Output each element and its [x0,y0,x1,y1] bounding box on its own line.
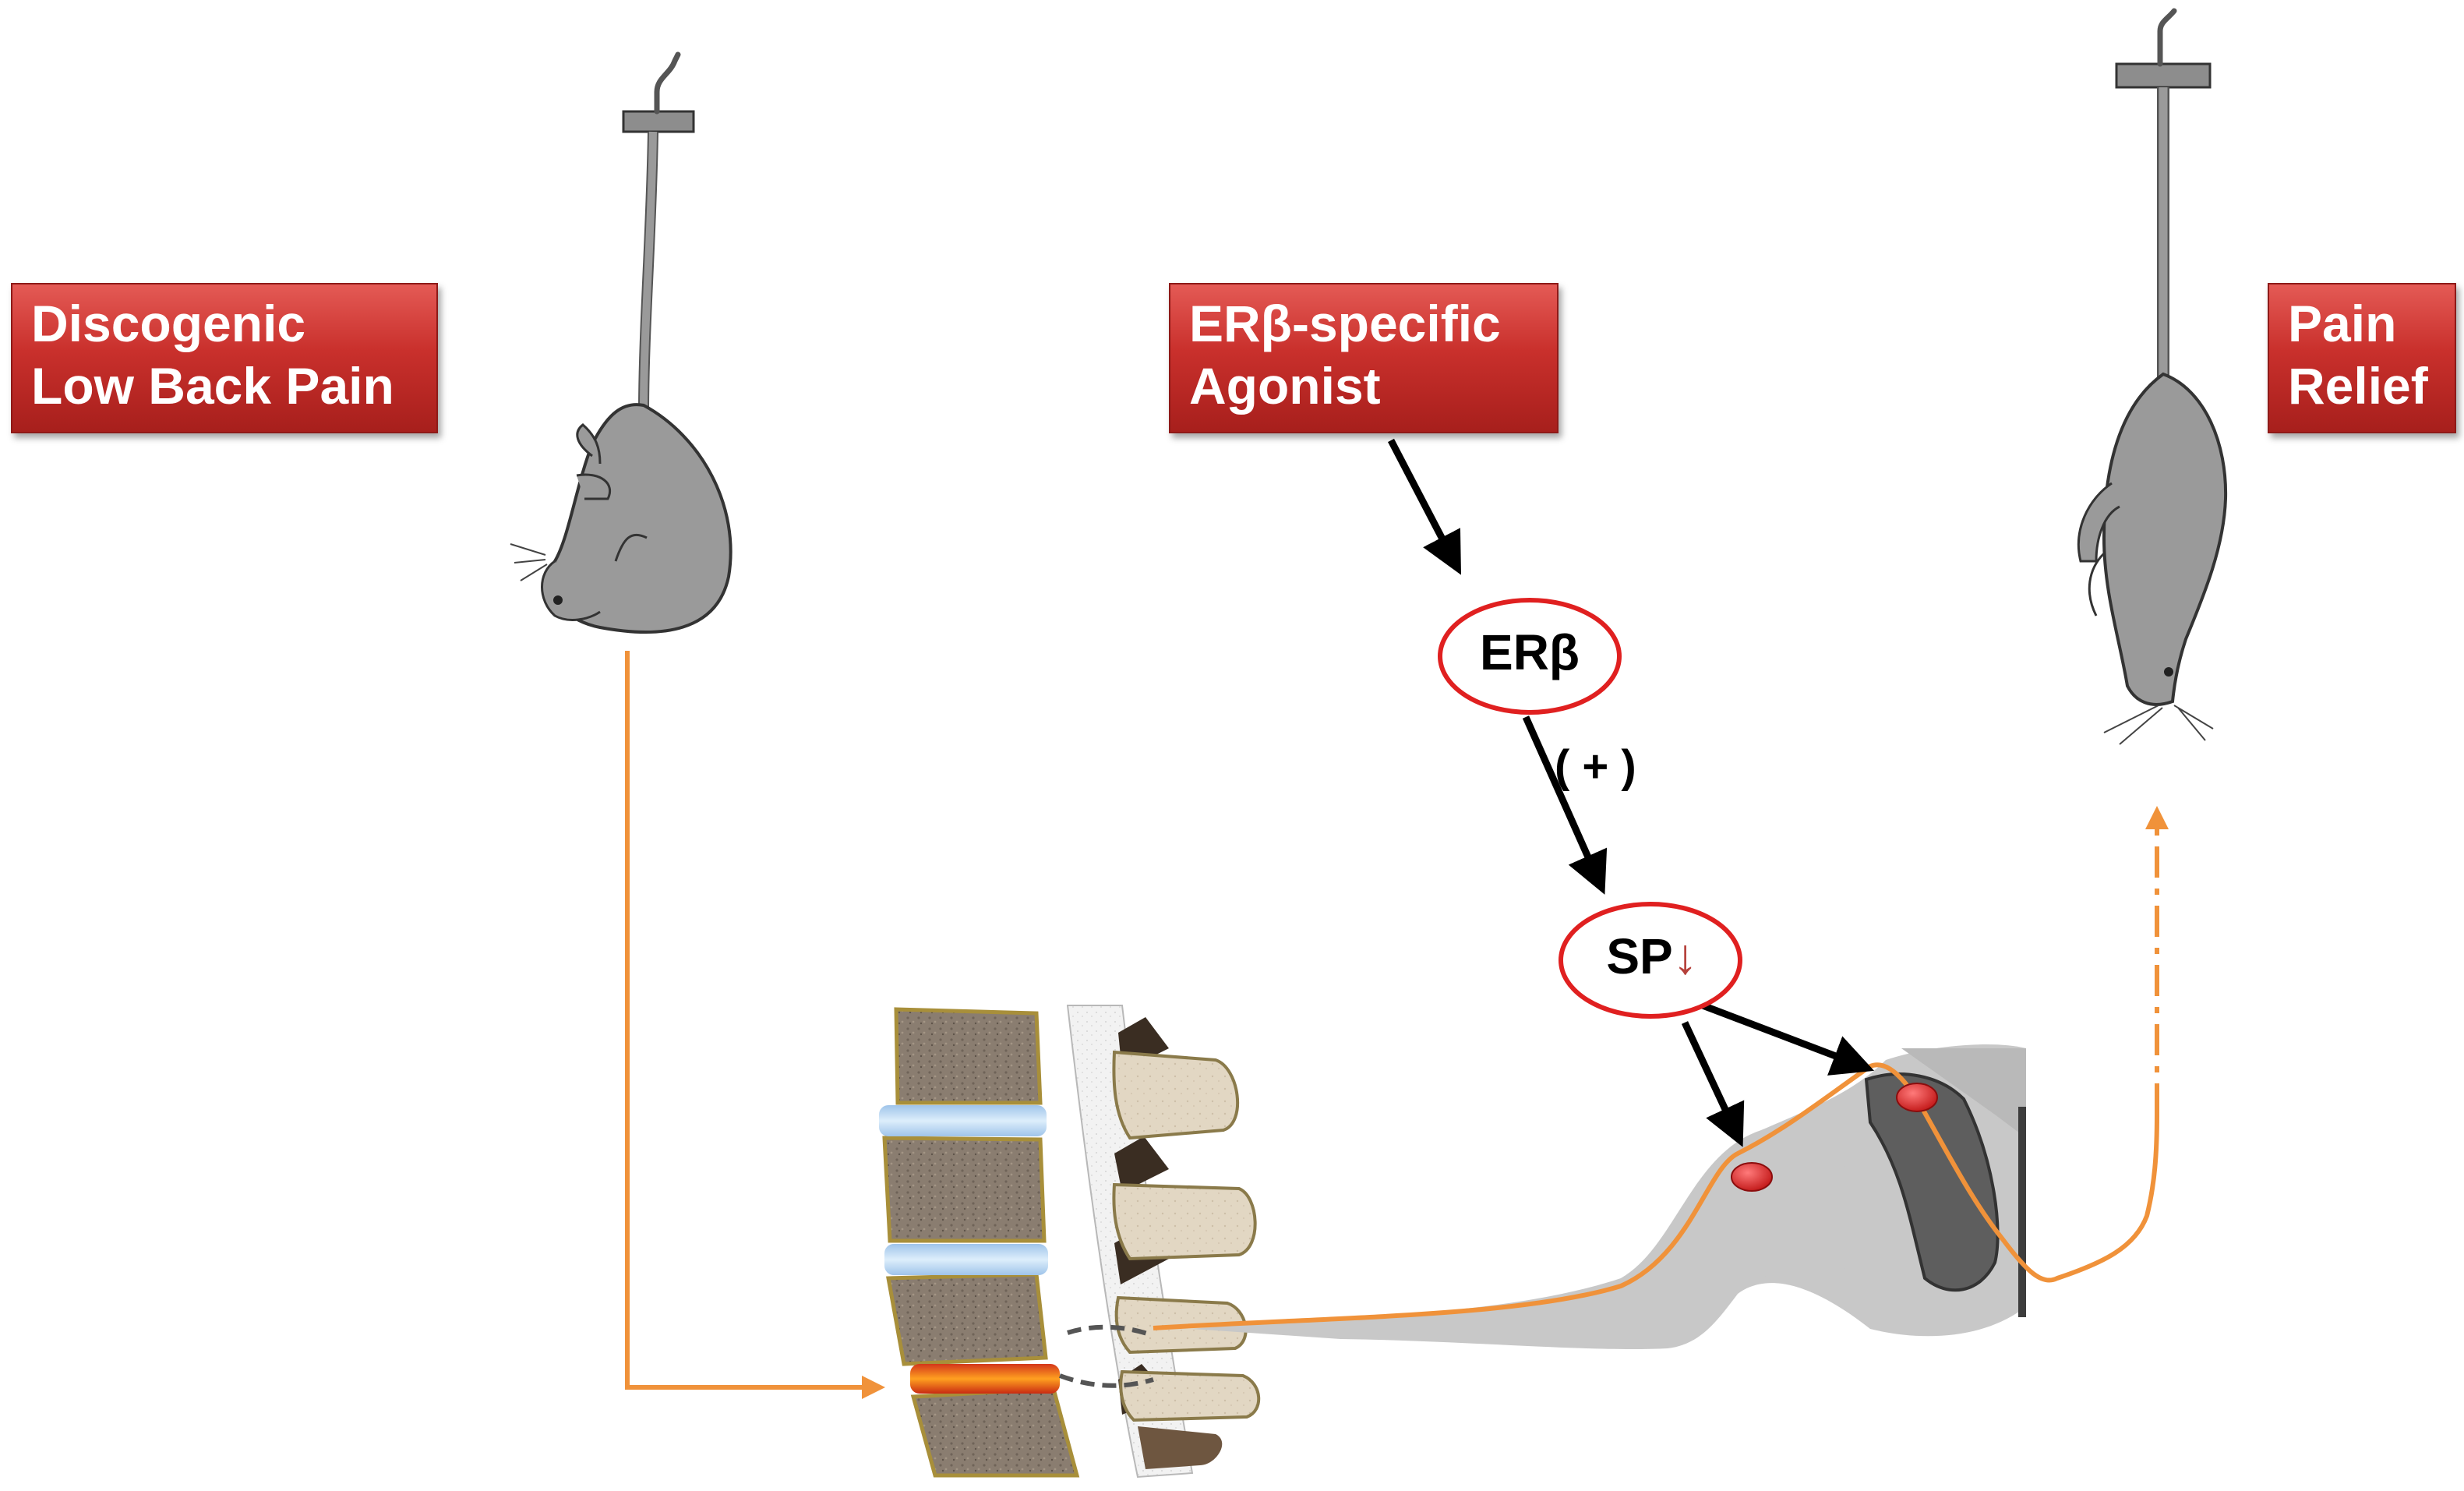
positive-effect-label: ( + ) [1555,741,1636,792]
pain-pathway [625,651,2169,1399]
label-discogenic-low-back-pain: Discogenic Low Back Pain [11,283,438,433]
label-discogenic-line1: Discogenic [31,295,306,352]
rat-right-icon [2077,8,2228,745]
label-pain-relief: Pain Relief [2268,283,2456,433]
erb-node-label: ERβ [1480,624,1580,680]
label-agonist-line2: Agonist [1189,357,1381,415]
sp-node [1559,902,1742,1019]
neuron-icon [1731,1083,1938,1192]
label-discogenic-line2: Low Back Pain [31,357,394,415]
erb-node [1438,598,1622,715]
label-agonist-line1: ERβ-specific [1189,295,1501,352]
rat-left-icon [510,51,732,634]
sp-node-label: SP [1606,928,1673,984]
label-erb-agonist: ERβ-specific Agonist [1169,283,1559,433]
label-relief-line2: Relief [2288,357,2428,415]
sp-node-label-group: SP↓ [1562,927,1742,985]
spine-section-icon [879,1005,1261,1479]
label-relief-line1: Pain [2288,295,2397,352]
signaling-arrows [1388,438,1875,1147]
sp-down-arrow-icon: ↓ [1672,928,1698,984]
